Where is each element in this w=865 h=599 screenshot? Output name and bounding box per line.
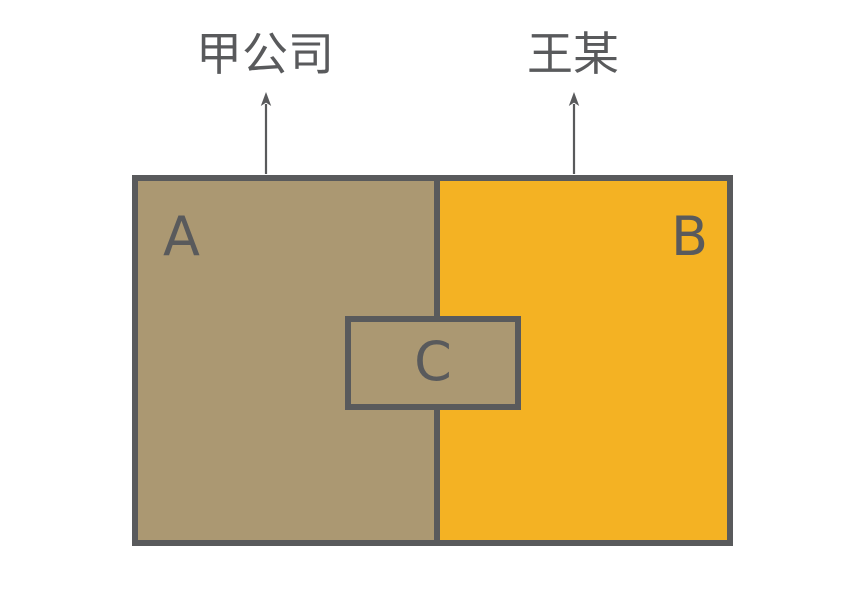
- arrow-up-icon-left: [260, 92, 272, 174]
- region-c: C: [345, 316, 521, 410]
- label-left-party: 甲公司: [196, 27, 334, 81]
- label-right-party: 王某: [527, 27, 619, 81]
- main-rectangle: A B C: [132, 175, 733, 546]
- region-b-letter: B: [671, 205, 709, 268]
- region-c-letter: C: [414, 330, 452, 393]
- arrow-up-icon-right: [568, 92, 580, 174]
- region-a-letter: A: [163, 205, 200, 268]
